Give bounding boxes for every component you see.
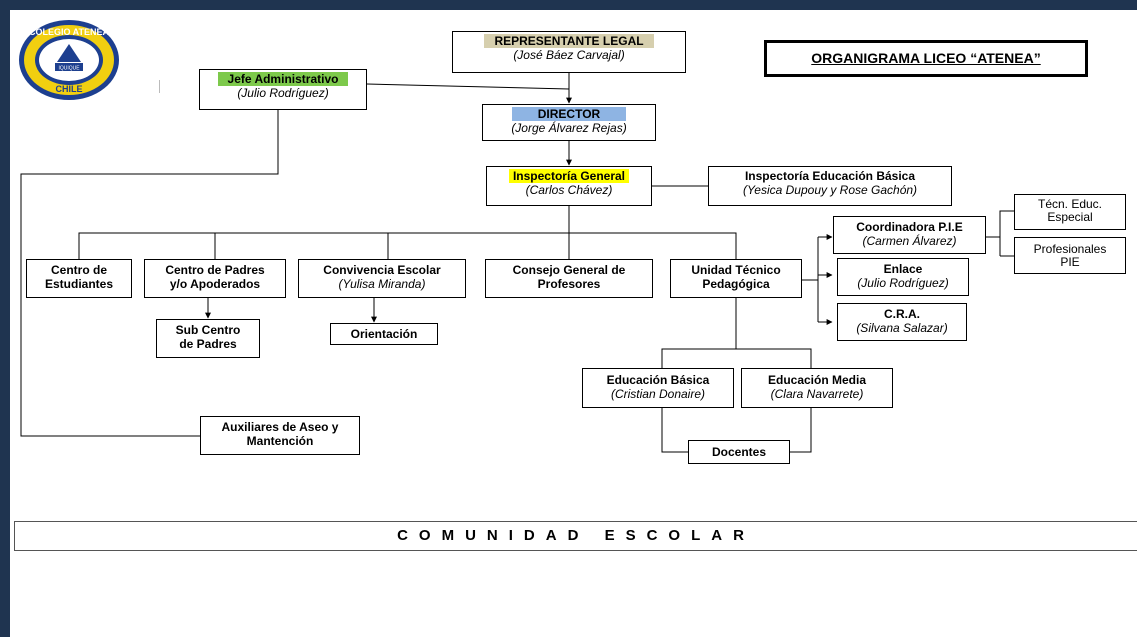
node-line1: Sub Centro xyxy=(175,323,241,337)
node-director: DIRECTOR (Jorge Álvarez Rejas) xyxy=(482,104,656,141)
node-centro-padres: Centro de Padres y/o Apoderados xyxy=(144,259,286,298)
node-educacion-media: Educación Media (Clara Navarrete) xyxy=(741,368,893,408)
comunidad-escolar-label: COMUNIDAD ESCOLAR xyxy=(397,527,755,544)
line-jefe-director xyxy=(366,83,570,90)
node-title: Enlace xyxy=(883,262,923,276)
node-subtitle: (Julio Rodríguez) xyxy=(237,86,329,100)
node-line2: Profesores xyxy=(537,277,601,291)
node-subtitle: (Jorge Álvarez Rejas) xyxy=(511,121,627,135)
node-title: Educación Media xyxy=(767,373,867,387)
node-line1: Centro de Padres xyxy=(165,263,265,277)
node-educacion-basica: Educación Básica (Cristian Donaire) xyxy=(582,368,734,408)
node-line2: PIE xyxy=(1060,255,1080,269)
node-title: C.R.A. xyxy=(884,307,920,321)
node-unidad-tecnico-pedagogica: Unidad Técnico Pedagógica xyxy=(670,259,802,298)
node-title: Jefe Administrativo xyxy=(217,72,349,86)
node-subtitle: (Silvana Salazar) xyxy=(856,321,948,335)
node-jefe-administrativo: Jefe Administrativo (Julio Rodríguez) xyxy=(199,69,367,110)
node-line2: Mantención xyxy=(246,434,314,448)
node-title: Docentes xyxy=(711,445,767,459)
node-line2: Pedagógica xyxy=(702,277,770,291)
node-line1: Profesionales xyxy=(1033,242,1107,256)
line-horizontal-bus xyxy=(78,232,737,259)
line-basica-docentes xyxy=(661,408,688,453)
school-logo: COLEGIO ATENEA IQUIQUE CHILE xyxy=(19,20,119,100)
node-title: DIRECTOR xyxy=(511,107,627,121)
node-title: Educación Básica xyxy=(606,373,710,387)
chart-title: ORGANIGRAMA LICEO “ATENEA” xyxy=(764,40,1088,77)
node-auxiliares: Auxiliares de Aseo y Mantención xyxy=(200,416,360,455)
node-subtitle: (Yulisa Miranda) xyxy=(338,277,426,291)
node-convivencia-escolar: Convivencia Escolar (Yulisa Miranda) xyxy=(298,259,466,298)
node-inspectoria-basica: Inspectoría Educación Básica (Yesica Dup… xyxy=(708,166,952,206)
frame-top-bar xyxy=(0,0,1137,10)
node-title: Inspectoría General xyxy=(508,169,630,183)
chart-title-text: ORGANIGRAMA LICEO “ATENEA” xyxy=(811,50,1041,66)
line-jefe-auxiliares xyxy=(20,110,279,437)
node-inspectoria-general: Inspectoría General (Carlos Chávez) xyxy=(486,166,652,206)
node-line1: Centro de xyxy=(50,263,107,277)
node-line1: Unidad Técnico xyxy=(691,263,781,277)
node-line1: Consejo General de xyxy=(512,263,626,277)
line-pie-tecn xyxy=(986,210,1014,238)
node-line2: Estudiantes xyxy=(44,277,113,291)
node-subtitle: (Julio Rodríguez) xyxy=(857,276,949,290)
node-line2: de Padres xyxy=(179,337,237,351)
node-enlace: Enlace (Julio Rodríguez) xyxy=(837,258,969,296)
line-media-docentes xyxy=(790,408,812,453)
node-line1: Auxiliares de Aseo y xyxy=(221,420,339,434)
logo-ring-text: COLEGIO ATENEA xyxy=(29,27,110,37)
frame-left-bar xyxy=(0,0,10,637)
logo-city-text: IQUIQUE xyxy=(58,66,80,72)
node-subtitle: (Cristian Donaire) xyxy=(610,387,706,401)
decorative-tick xyxy=(159,80,160,93)
node-representante-legal: REPRESENTANTE LEGAL (José Báez Carvajal) xyxy=(452,31,686,73)
node-subtitle: (Carlos Chávez) xyxy=(525,183,613,197)
node-orientacion: Orientación xyxy=(330,323,438,345)
node-sub-centro-padres: Sub Centro de Padres xyxy=(156,319,260,358)
node-line1: Técn. Educ. xyxy=(1037,197,1103,211)
node-subtitle: (Clara Navarrete) xyxy=(770,387,864,401)
line-educacion-bus xyxy=(661,348,812,368)
comunidad-escolar-bar: COMUNIDAD ESCOLAR xyxy=(14,521,1137,551)
node-title: Coordinadora P.I.E xyxy=(856,220,963,234)
node-subtitle: (José Báez Carvajal) xyxy=(513,48,625,62)
node-consejo-general: Consejo General de Profesores xyxy=(485,259,653,298)
logo-country-text: CHILE xyxy=(56,84,83,94)
node-line2: Especial xyxy=(1047,210,1093,224)
node-profesionales-pie: Profesionales PIE xyxy=(1014,237,1126,274)
node-subtitle: (Carmen Álvarez) xyxy=(862,234,957,248)
node-tecn-educ-especial: Técn. Educ. Especial xyxy=(1014,194,1126,230)
node-subtitle: (Yesica Dupouy y Rose Gachón) xyxy=(742,183,918,197)
node-title: Inspectoría Educación Básica xyxy=(744,169,916,183)
node-title: Convivencia Escolar xyxy=(323,263,441,277)
node-title: Orientación xyxy=(350,327,418,341)
node-docentes: Docentes xyxy=(688,440,790,464)
node-cra: C.R.A. (Silvana Salazar) xyxy=(837,303,967,341)
node-line2: y/o Apoderados xyxy=(169,277,261,291)
node-centro-estudiantes: Centro de Estudiantes xyxy=(26,259,132,298)
node-coordinadora-pie: Coordinadora P.I.E (Carmen Álvarez) xyxy=(833,216,986,254)
node-title: REPRESENTANTE LEGAL xyxy=(484,34,654,48)
